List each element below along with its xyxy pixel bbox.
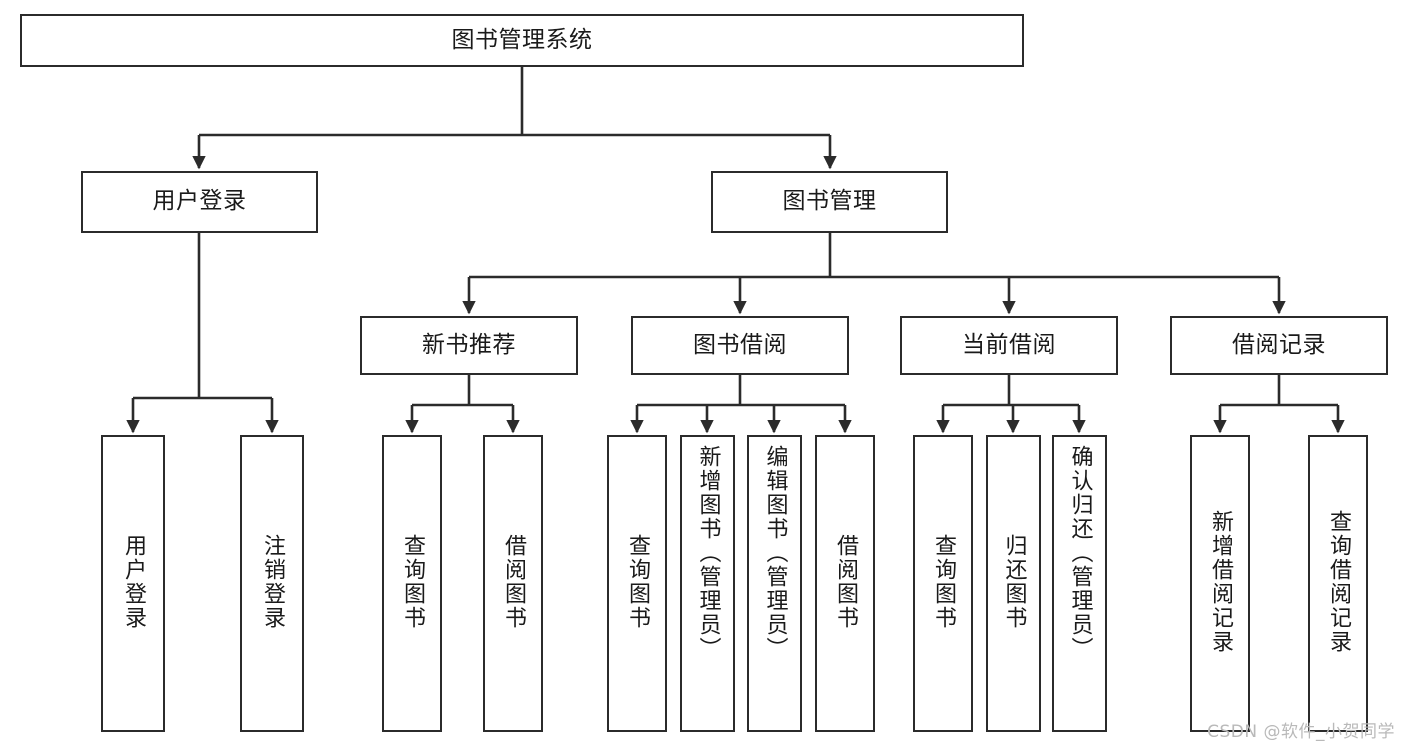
leaf-add-book-admin-label: 新增图书（管理员） — [695, 445, 721, 661]
node-book-management[interactable]: 图书管理 — [711, 171, 948, 233]
leaf-query-books-borrow-label: 查询图书 — [625, 533, 650, 630]
leaf-user-logout[interactable]: 注销登录 — [240, 435, 304, 732]
leaf-user-login[interactable]: 用户登录 — [101, 435, 165, 732]
leaf-query-books-current-label: 查询图书 — [931, 533, 956, 630]
node-root-label: 图书管理系统 — [451, 26, 593, 53]
leaf-query-books-recommend-label: 查询图书 — [400, 533, 425, 630]
node-borrow-records-label: 借阅记录 — [1232, 331, 1326, 358]
leaf-confirm-return-admin-label: 确认归还（管理员） — [1067, 445, 1093, 661]
node-book-borrow[interactable]: 图书借阅 — [631, 316, 849, 375]
leaf-borrow-books-recommend-label: 借阅图书 — [501, 533, 526, 630]
node-current-borrow-label: 当前借阅 — [962, 331, 1056, 358]
leaf-confirm-return-admin[interactable]: 确认归还（管理员） — [1052, 435, 1107, 732]
leaf-borrow-books[interactable]: 借阅图书 — [815, 435, 875, 732]
leaf-edit-book-admin[interactable]: 编辑图书（管理员） — [747, 435, 802, 732]
node-current-borrow[interactable]: 当前借阅 — [900, 316, 1118, 375]
node-new-book-recommend-label: 新书推荐 — [422, 331, 516, 358]
leaf-add-borrow-record[interactable]: 新增借阅记录 — [1190, 435, 1250, 732]
leaf-borrow-books-label: 借阅图书 — [833, 533, 858, 630]
leaf-user-login-label: 用户登录 — [121, 533, 146, 630]
leaf-query-books-recommend[interactable]: 查询图书 — [382, 435, 442, 732]
leaf-return-books[interactable]: 归还图书 — [986, 435, 1041, 732]
leaf-borrow-books-recommend[interactable]: 借阅图书 — [483, 435, 543, 732]
leaf-user-logout-label: 注销登录 — [260, 533, 285, 630]
node-borrow-records[interactable]: 借阅记录 — [1170, 316, 1388, 375]
node-user-login-label: 用户登录 — [152, 188, 247, 215]
leaf-return-books-label: 归还图书 — [1001, 533, 1027, 630]
leaf-add-borrow-record-label: 新增借阅记录 — [1208, 509, 1233, 654]
node-root[interactable]: 图书管理系统 — [20, 14, 1024, 67]
node-user-login[interactable]: 用户登录 — [81, 171, 318, 233]
node-book-borrow-label: 图书借阅 — [693, 331, 787, 358]
leaf-query-books-current[interactable]: 查询图书 — [913, 435, 973, 732]
leaf-query-books-borrow[interactable]: 查询图书 — [607, 435, 667, 732]
node-new-book-recommend[interactable]: 新书推荐 — [360, 316, 578, 375]
leaf-add-book-admin[interactable]: 新增图书（管理员） — [680, 435, 735, 732]
leaf-edit-book-admin-label: 编辑图书（管理员） — [762, 445, 788, 661]
node-book-management-label: 图书管理 — [782, 188, 877, 215]
leaf-query-borrow-record-label: 查询借阅记录 — [1326, 509, 1351, 654]
watermark: CSDN @软件_小贺同学 — [1207, 722, 1395, 742]
leaf-query-borrow-record[interactable]: 查询借阅记录 — [1308, 435, 1368, 732]
